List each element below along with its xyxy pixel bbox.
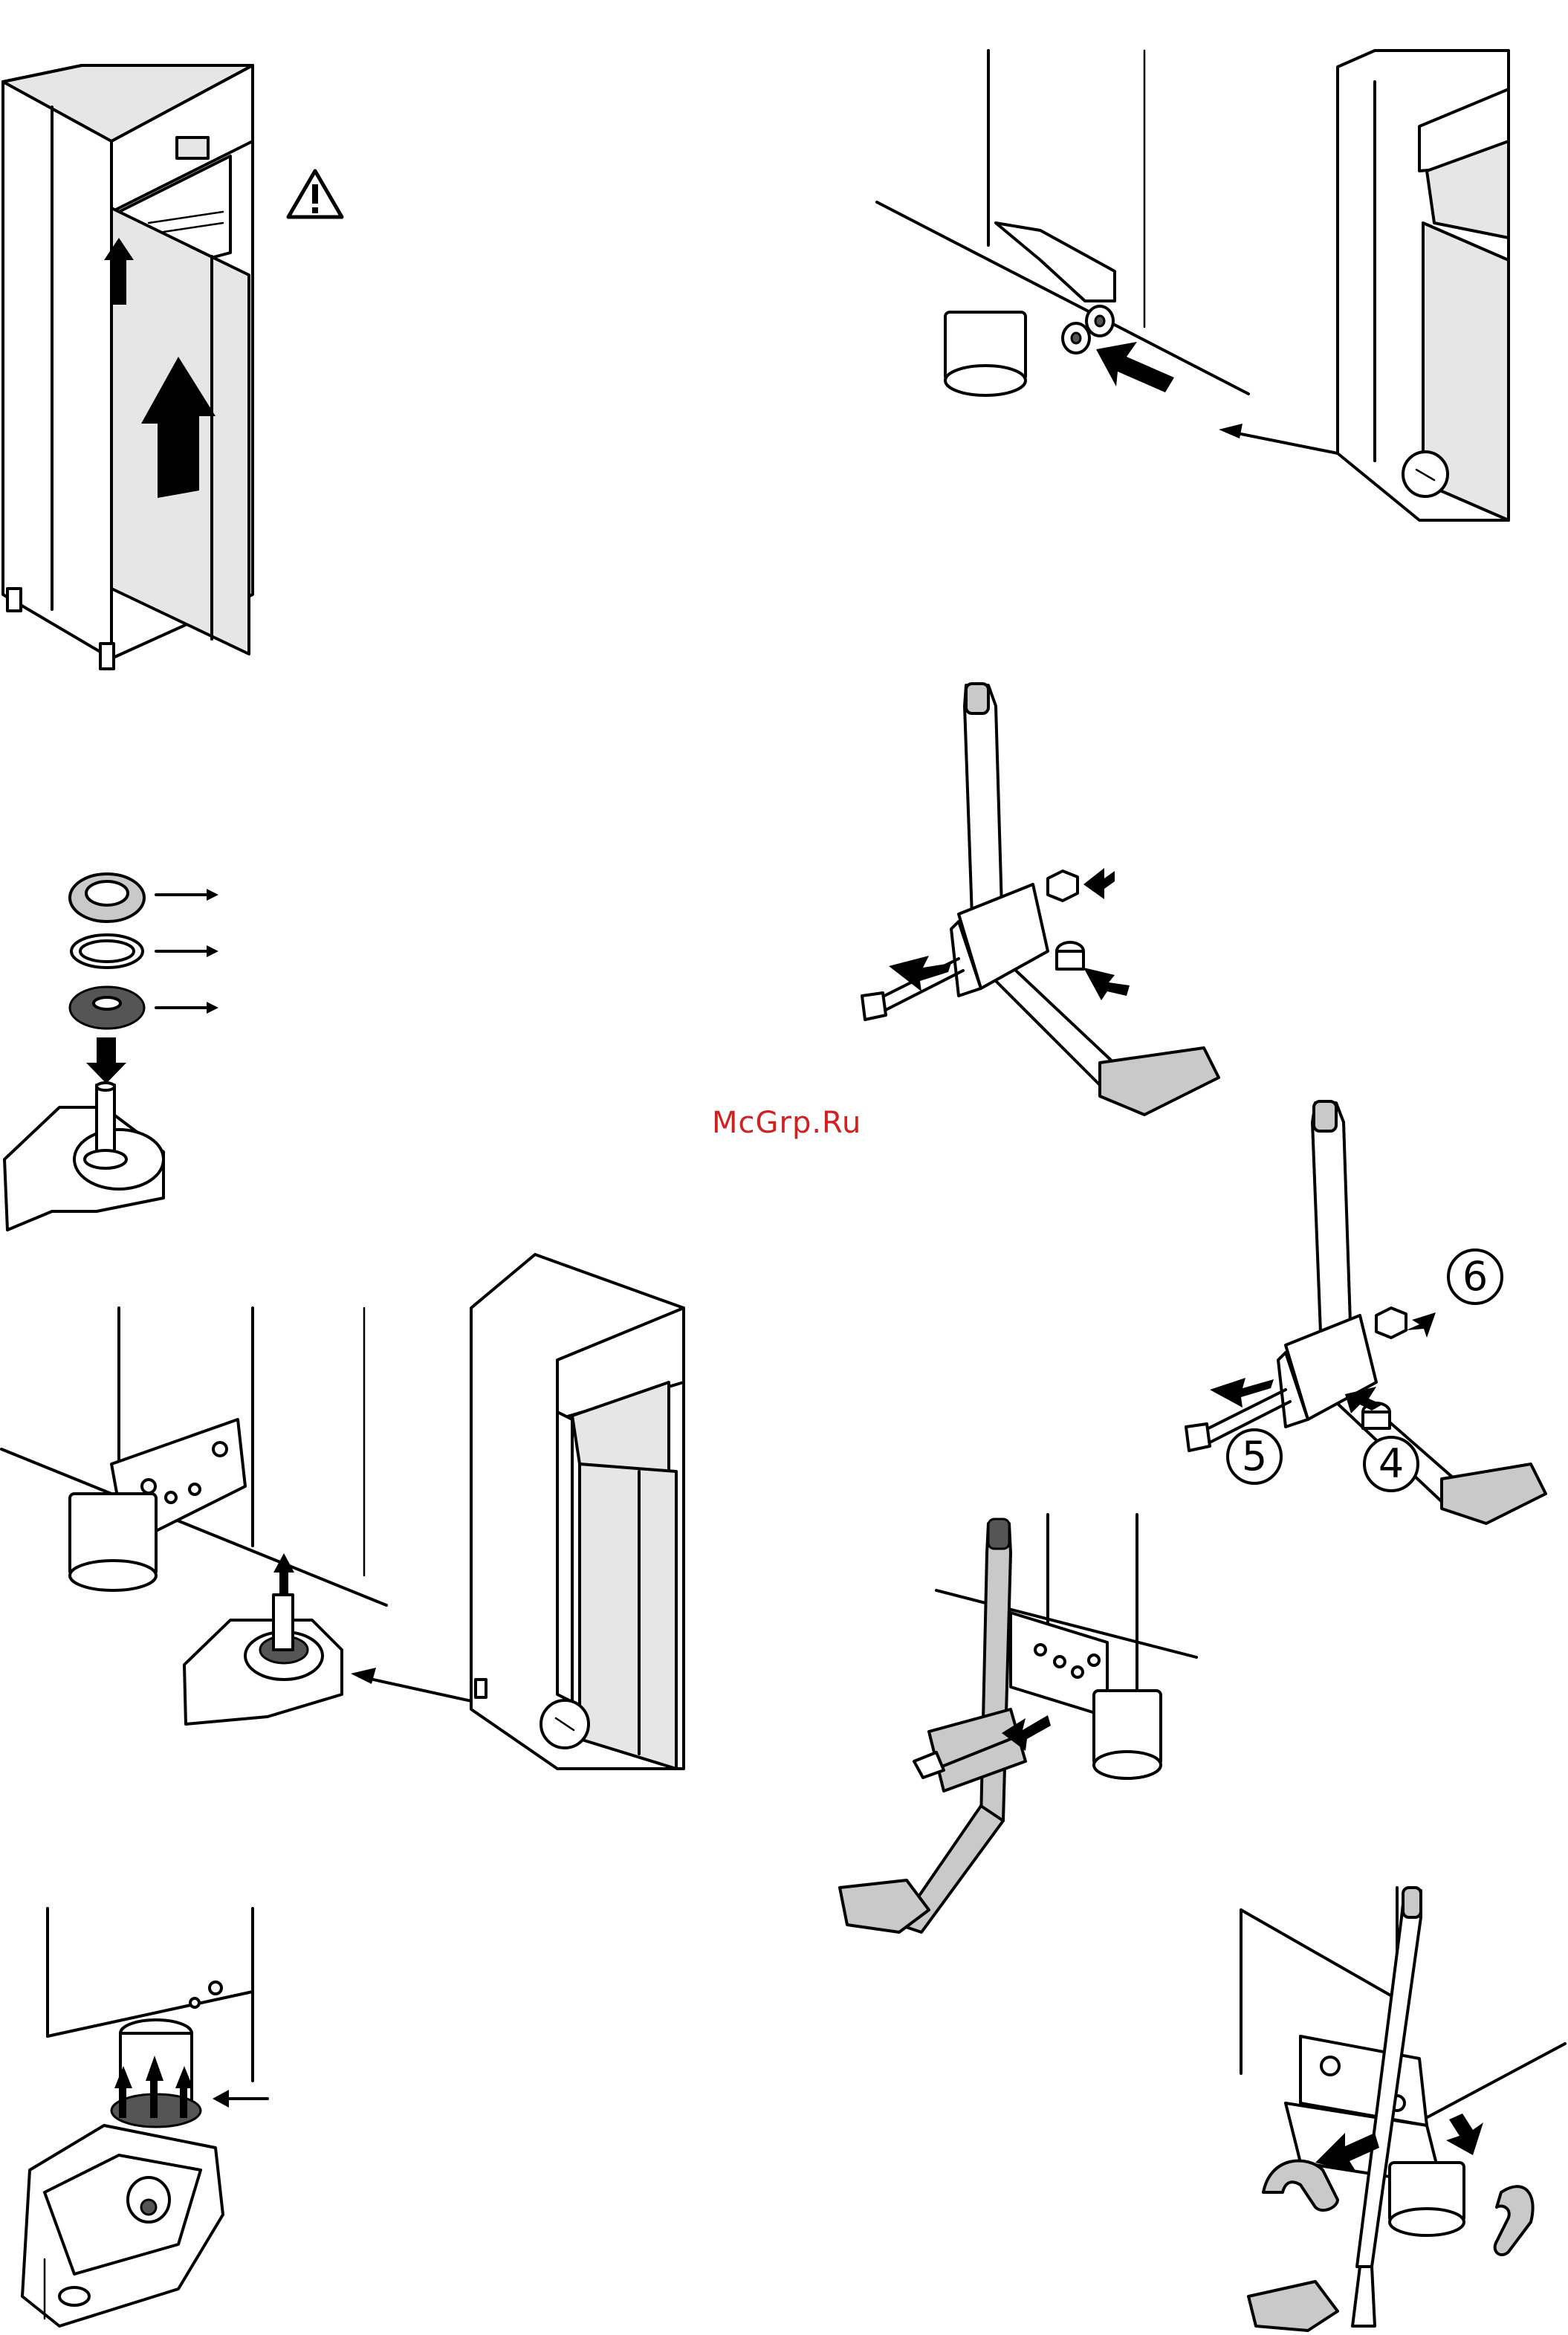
pedal-nut xyxy=(1048,871,1078,901)
figure-lift-door-off xyxy=(0,59,357,669)
figure-mount-hinge-other-side xyxy=(0,1249,691,1784)
callout-5: 5 xyxy=(1225,1427,1284,1486)
watermark-text: McGrp.Ru xyxy=(712,1106,861,1140)
clip-right xyxy=(1495,2186,1533,2255)
callout-4: 4 xyxy=(1361,1434,1421,1494)
callout-6: 6 xyxy=(1445,1247,1505,1306)
figure-remove-hinge-screws xyxy=(869,45,1568,520)
door-panel xyxy=(580,1464,676,1769)
figure-pedal-disassemble xyxy=(847,676,1263,1137)
svg-text:4: 4 xyxy=(1379,1440,1404,1487)
svg-text:5: 5 xyxy=(1242,1433,1267,1480)
warning-triangle-icon xyxy=(285,168,345,220)
svg-text:6: 6 xyxy=(1462,1253,1488,1300)
figure-attach-clips xyxy=(1226,1880,1568,2334)
display-panel xyxy=(177,137,208,158)
figure-hinge-bushing-parts xyxy=(0,862,223,1241)
arrow-down-icon xyxy=(86,1037,126,1084)
figure-insert-bushing xyxy=(0,1902,312,2334)
pedal-bolt xyxy=(862,993,886,1020)
figure-mount-pedal xyxy=(825,1509,1211,1955)
